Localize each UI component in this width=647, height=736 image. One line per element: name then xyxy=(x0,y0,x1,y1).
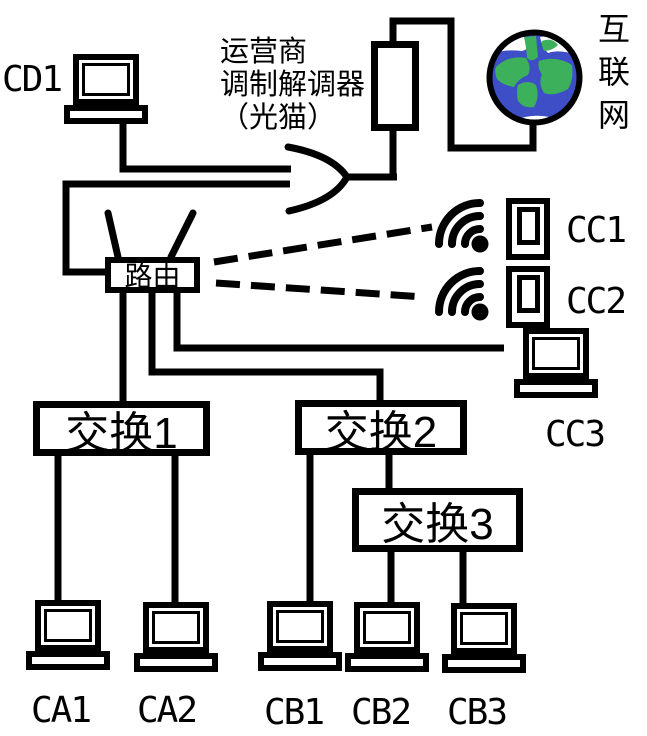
cable-router-cc3 xyxy=(173,291,504,352)
computer-icon-cd1 xyxy=(64,54,148,124)
label-cc1: CC1 xyxy=(566,210,627,251)
monitor xyxy=(143,602,209,653)
wireless-link-cc1 xyxy=(213,223,433,266)
label-ca1: CA1 xyxy=(31,690,92,731)
phone-screen xyxy=(516,207,540,245)
label-cb1: CB1 xyxy=(264,692,325,733)
phone-screen xyxy=(516,275,540,313)
modem-box xyxy=(371,41,419,131)
wifi-signal-icon-cc2 xyxy=(435,267,489,321)
computer-icon-ca1 xyxy=(26,600,110,670)
computer-icon-ca2 xyxy=(134,602,218,672)
router-antenna-right xyxy=(167,209,197,261)
router-antenna-left xyxy=(104,209,122,261)
monitor xyxy=(354,602,420,653)
router-box: 路由 xyxy=(105,257,200,293)
label-cd1: CD1 xyxy=(2,59,63,100)
label-cc3: CC3 xyxy=(545,414,606,455)
screen xyxy=(363,611,411,644)
label-switch2: 交换2 xyxy=(324,407,438,457)
keyboard-base xyxy=(514,379,598,398)
switch2-box: 交换2 xyxy=(295,400,467,457)
keyboard-base xyxy=(258,652,342,671)
screen xyxy=(152,611,200,644)
screen xyxy=(82,63,130,96)
label-cc2: CC2 xyxy=(566,281,627,322)
monitor xyxy=(267,601,333,652)
cable-router-switch2 xyxy=(148,291,384,403)
computer-icon-cb3 xyxy=(442,603,526,673)
phone-icon-cc2 xyxy=(506,266,550,328)
label-switch3: 交换3 xyxy=(381,500,494,549)
keyboard-base xyxy=(134,653,218,672)
keyboard-base xyxy=(26,651,110,670)
monitor xyxy=(35,600,101,651)
monitor xyxy=(523,328,589,379)
label-modem: 运营商调制解调器（光猫） xyxy=(220,36,366,134)
wifi-signal-icon-cc1 xyxy=(435,199,489,253)
label-ca2: CA2 xyxy=(137,690,198,731)
cable-router-modem xyxy=(62,180,290,276)
label-cb2: CB2 xyxy=(351,692,412,733)
switch1-box: 交换1 xyxy=(33,401,210,458)
funnel-lower-curve xyxy=(285,173,351,215)
cable-cd1-modem xyxy=(119,118,291,173)
screen xyxy=(460,612,508,645)
label-internet: 互联网 xyxy=(598,11,631,133)
phone-icon-cc1 xyxy=(506,198,550,260)
computer-icon-cc3 xyxy=(514,328,598,398)
keyboard-base xyxy=(345,653,429,672)
cable-modem-internet xyxy=(389,17,537,152)
label-switch1: 交换1 xyxy=(65,408,178,458)
monitor xyxy=(451,603,517,654)
screen xyxy=(276,610,324,643)
label-router: 路由 xyxy=(124,261,181,292)
keyboard-base xyxy=(64,105,148,124)
internet-globe-icon xyxy=(486,29,583,126)
keyboard-base xyxy=(442,654,526,673)
funnel-upper-curve xyxy=(284,143,351,181)
computer-icon-cb1 xyxy=(258,601,342,671)
monitor xyxy=(73,54,139,105)
screen xyxy=(44,609,92,642)
wireless-link-cc2 xyxy=(215,279,425,301)
switch3-box: 交换3 xyxy=(352,488,523,552)
computer-icon-cb2 xyxy=(345,602,429,672)
screen xyxy=(532,337,580,370)
label-cb3: CB3 xyxy=(447,692,508,733)
